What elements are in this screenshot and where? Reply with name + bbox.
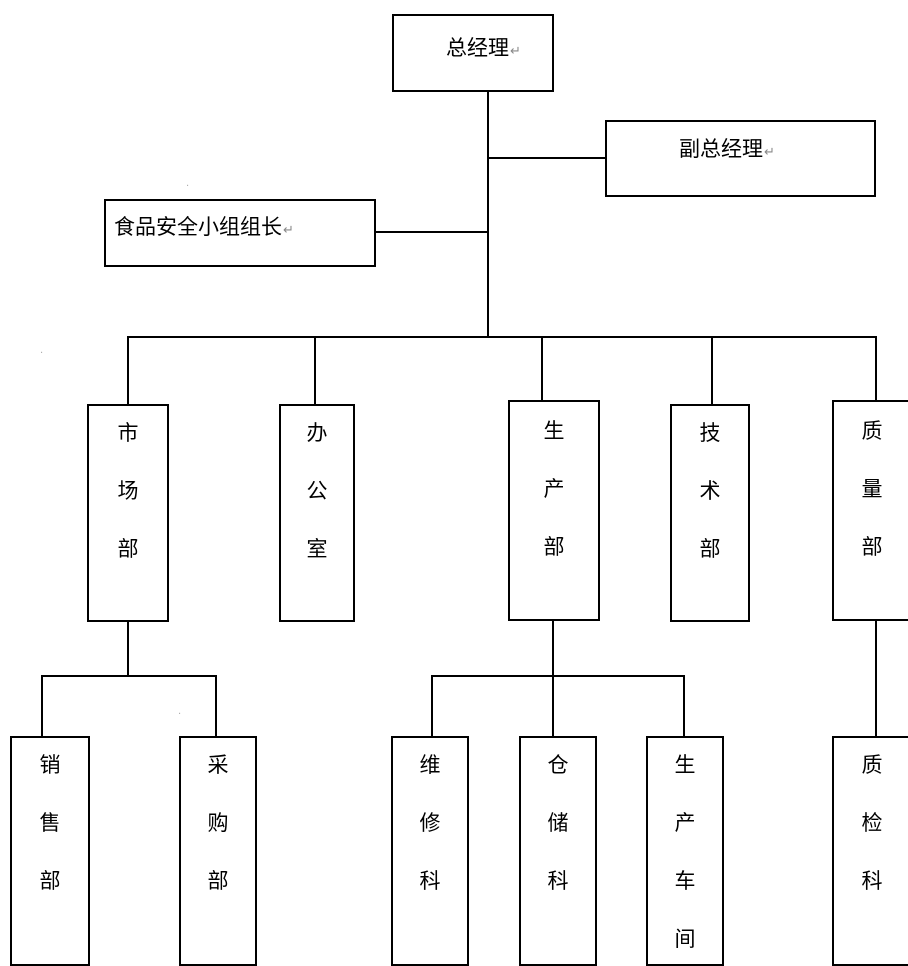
node-char: 部 <box>699 537 721 561</box>
node-char: 部 <box>543 535 565 559</box>
node-char: 售 <box>39 811 61 835</box>
node-char: 间 <box>674 927 696 951</box>
node-char: 储 <box>547 811 569 835</box>
node-char: 场 <box>117 479 139 503</box>
connector-line <box>487 91 489 337</box>
node-char: 产 <box>674 811 696 835</box>
node-char: 科 <box>547 869 569 893</box>
return-mark: ↵ <box>764 145 775 160</box>
connector-line <box>431 675 433 737</box>
node-char: 检 <box>861 811 883 835</box>
connector-line <box>215 675 217 737</box>
node-food-safety-leader: 食品安全小组组长↵ <box>104 199 376 267</box>
node-char: 购 <box>207 811 229 835</box>
connector-line <box>41 675 217 677</box>
node-char: 修 <box>419 811 441 835</box>
connector-line <box>41 675 43 737</box>
connector-line <box>541 336 543 405</box>
node-char: 质 <box>861 753 883 777</box>
paragraph-mark: . <box>186 178 190 189</box>
node-char: 生 <box>543 419 565 443</box>
node-char: 质 <box>861 419 883 443</box>
node-char: 办 <box>306 421 328 445</box>
node-deputy-manager: 副总经理↵ <box>605 120 876 197</box>
connector-line <box>127 336 877 338</box>
connector-line <box>374 231 488 233</box>
node-char: 生 <box>674 753 696 777</box>
node-char: 科 <box>419 869 441 893</box>
node-inspection-section: 质 检 科 <box>832 736 908 966</box>
paragraph-mark: . <box>40 345 44 356</box>
connector-line <box>875 336 877 405</box>
node-char: 维 <box>419 753 441 777</box>
node-purchase-dept: 采 购 部 <box>179 736 257 966</box>
node-char: 车 <box>674 869 696 893</box>
node-char: 术 <box>699 479 721 503</box>
node-char: 部 <box>117 537 139 561</box>
connector-line <box>683 675 685 737</box>
node-quality-dept: 质 量 部 <box>832 400 908 621</box>
node-char: 公 <box>306 479 328 503</box>
connector-line <box>127 336 129 405</box>
node-storage-section: 仓 储 科 <box>519 736 597 966</box>
node-general-manager: 总经理↵ <box>392 14 554 92</box>
node-sales-dept: 销 售 部 <box>10 736 90 966</box>
node-production-dept: 生 产 部 <box>508 400 600 621</box>
node-char: 部 <box>861 535 883 559</box>
node-tech-dept: 技 术 部 <box>670 404 750 622</box>
node-label: 总经理 <box>446 36 509 60</box>
node-char: 科 <box>861 869 883 893</box>
node-char: 室 <box>306 537 328 561</box>
connector-line <box>552 621 554 737</box>
return-mark: ↵ <box>510 44 521 59</box>
return-mark: ↵ <box>283 223 294 238</box>
node-char: 技 <box>699 421 721 445</box>
node-char: 部 <box>207 869 229 893</box>
connector-line <box>487 157 605 159</box>
node-char: 仓 <box>547 753 569 777</box>
node-char: 采 <box>207 753 229 777</box>
node-char: 量 <box>861 477 883 501</box>
node-maintenance-section: 维 修 科 <box>391 736 469 966</box>
connector-line <box>875 621 877 737</box>
node-char: 销 <box>39 753 61 777</box>
node-label: 副总经理 <box>679 137 763 161</box>
node-char: 产 <box>543 477 565 501</box>
node-label: 食品安全小组组长 <box>114 215 282 239</box>
paragraph-mark: . <box>178 706 182 717</box>
connector-line <box>431 675 685 677</box>
connector-line <box>127 622 129 676</box>
node-production-workshop: 生 产 车 间 <box>646 736 724 966</box>
node-char: 市 <box>117 421 139 445</box>
node-market-dept: 市 场 部 <box>87 404 169 622</box>
node-office: 办 公 室 <box>279 404 355 622</box>
connector-line <box>314 336 316 405</box>
node-char: 部 <box>39 869 61 893</box>
connector-line <box>711 336 713 405</box>
